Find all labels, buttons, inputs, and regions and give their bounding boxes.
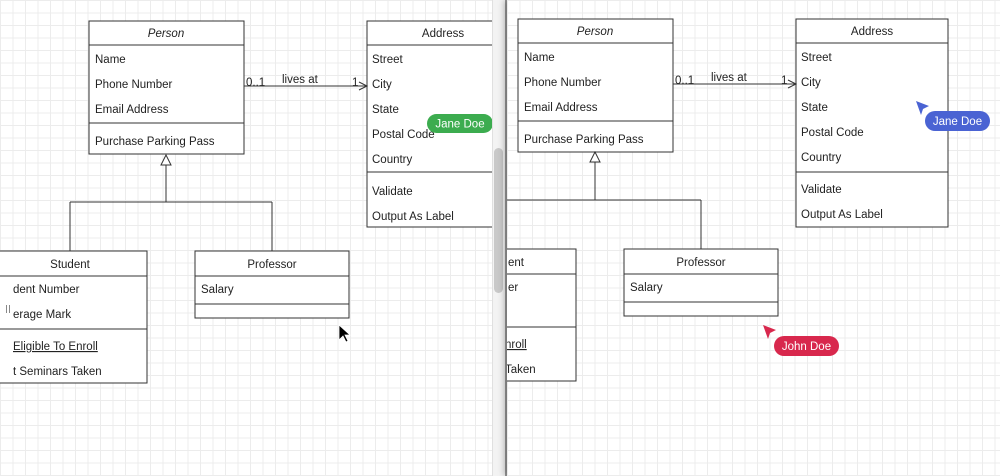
address-attr-postal: Postal Code [801, 127, 864, 139]
professor-class-name: Professor [247, 259, 296, 271]
address-attr-country: Country [801, 152, 842, 164]
association-source-multiplicity: 0..1 [246, 77, 265, 89]
student-attr-number: dent Number [13, 284, 80, 296]
person-attr-name: Name [524, 52, 555, 64]
address-class-name: Address [851, 26, 893, 38]
person-class-name: Person [148, 28, 184, 40]
jane-doe-remote-cursor: Jane Doe [916, 101, 990, 131]
address-attr-city: City [801, 77, 821, 89]
person-attr-phone: Phone Number [95, 79, 173, 91]
association-label: lives at [711, 72, 748, 84]
address-op-label: Output As Label [801, 209, 883, 221]
mouse-pointer-icon [338, 324, 352, 343]
address-attr-state: State [801, 102, 828, 114]
person-attr-email: Email Address [95, 104, 169, 116]
person-op-parking: Purchase Parking Pass [95, 136, 215, 148]
association-source-multiplicity: 0..1 [675, 75, 694, 87]
professor-attr-salary: Salary [630, 282, 663, 294]
professor-attr-salary: Salary [201, 284, 234, 296]
association-label: lives at [282, 74, 319, 86]
jane-doe-cursor-icon [916, 101, 929, 115]
person-class-box[interactable] [517, 18, 674, 153]
student-op-eligible: Eligible To Enroll [13, 341, 98, 353]
person-class-box[interactable] [88, 20, 245, 155]
address-op-validate: Validate [372, 186, 413, 198]
jane-doe-label-right: Jane Doe [933, 116, 982, 128]
address-attr-postal: Postal Code [372, 129, 435, 141]
address-attr-street: Street [801, 52, 832, 64]
address-class-name: Address [422, 28, 464, 40]
student-op-eligible: nroll [507, 339, 527, 351]
person-attr-name: Name [95, 54, 126, 66]
john-doe-remote-cursor: John Doe [763, 325, 839, 356]
student-attr-number: er [508, 282, 518, 294]
john-doe-cursor-icon [763, 325, 776, 339]
person-class-name: Person [577, 26, 613, 38]
student-attr-mark: erage Mark [13, 309, 71, 321]
resize-grip-icon[interactable] [6, 305, 10, 313]
address-attr-state: State [372, 104, 399, 116]
student-class-name: ent [508, 257, 525, 269]
professor-class-name: Professor [676, 257, 725, 269]
person-attr-phone: Phone Number [524, 77, 602, 89]
student-class-box[interactable] [507, 248, 577, 382]
person-op-parking: Purchase Parking Pass [524, 134, 644, 146]
left-diagram-svg: Person Name Phone Number Email Address P… [0, 20, 498, 384]
association-target-multiplicity: 1 [781, 75, 787, 87]
professor-class-box[interactable] [194, 250, 350, 319]
student-class-name: Student [50, 259, 90, 271]
address-op-label: Output As Label [372, 211, 454, 223]
pane-divider [505, 0, 507, 476]
address-attr-city: City [372, 79, 392, 91]
right-diagram-svg: Person Name Phone Number Email Address P… [507, 18, 990, 382]
jane-doe-presence-tag: Jane Doe [427, 114, 493, 133]
address-op-validate: Validate [801, 184, 842, 196]
student-op-seminars: t Seminars Taken [13, 366, 102, 378]
student-class-box[interactable] [0, 250, 148, 384]
generalization-arrowhead [589, 150, 601, 163]
address-attr-street: Street [372, 54, 403, 66]
vertical-scrollbar-thumb[interactable] [494, 148, 503, 293]
association-target-multiplicity: 1 [352, 77, 358, 89]
student-op-seminars: Taken [507, 364, 536, 376]
generalization-arrowhead [160, 153, 172, 166]
address-attr-country: Country [372, 154, 413, 166]
address-class-box[interactable] [795, 18, 949, 228]
john-doe-label: John Doe [782, 341, 831, 353]
professor-class-box[interactable] [623, 248, 779, 317]
jane-doe-label-left: Jane Doe [435, 119, 484, 131]
person-attr-email: Email Address [524, 102, 598, 114]
left-diagram-canvas[interactable]: Person Name Phone Number Email Address P… [0, 0, 505, 476]
right-diagram-canvas[interactable]: Person Name Phone Number Email Address P… [507, 0, 1000, 476]
